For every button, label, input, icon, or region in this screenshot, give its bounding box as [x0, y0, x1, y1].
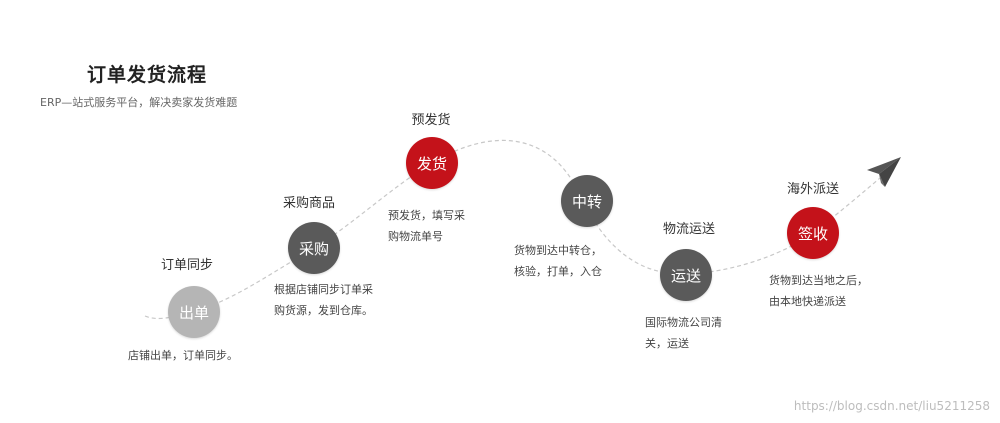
desc-line: 由本地快递派送: [769, 295, 846, 308]
step-label-pre-ship: 预发货: [411, 113, 451, 128]
paper-plane-icon: [867, 157, 901, 187]
desc-line: 核验，打单，入仓: [514, 265, 602, 278]
node-sign[interactable]: 签收: [787, 207, 839, 259]
desc-line: 根据店铺同步订单采: [274, 283, 373, 296]
step-desc-overseas: 货物到达当地之后， 由本地快递派送: [769, 270, 868, 312]
node-purchase[interactable]: 采购: [288, 222, 340, 274]
desc-line: 关，运送: [645, 337, 689, 350]
node-order-out[interactable]: 出单: [168, 286, 220, 338]
page-title: 订单发货流程: [87, 64, 208, 86]
step-label-purchase: 采购商品: [282, 196, 336, 211]
node-ship[interactable]: 发货: [406, 137, 458, 189]
desc-line: 购货源，发到仓库。: [274, 304, 373, 317]
step-desc-order-sync: 店铺出单，订单同步。: [128, 345, 238, 366]
desc-line: 国际物流公司清: [645, 316, 722, 329]
step-label-order-sync: 订单同步: [160, 258, 214, 273]
desc-line: 购物流单号: [388, 230, 443, 243]
step-desc-logistics: 国际物流公司清 关，运送: [645, 312, 722, 354]
node-transport[interactable]: 运送: [660, 249, 712, 301]
step-desc-transfer: 货物到达中转仓， 核验，打单，入仓: [514, 240, 602, 282]
step-desc-pre-ship: 预发货，填写采 购物流单号: [388, 205, 465, 247]
desc-line: 货物到达中转仓，: [514, 244, 602, 257]
node-transfer[interactable]: 中转: [561, 175, 613, 227]
desc-line: 预发货，填写采: [388, 209, 465, 222]
step-desc-purchase: 根据店铺同步订单采 购货源，发到仓库。: [274, 279, 373, 321]
step-label-overseas: 海外派送: [786, 182, 840, 197]
desc-line: 店铺出单，订单同步。: [128, 349, 238, 362]
watermark: https://blog.csdn.net/liu5211258: [793, 399, 990, 413]
step-label-logistics: 物流运送: [662, 222, 716, 237]
desc-line: 货物到达当地之后，: [769, 274, 868, 287]
page-subtitle: ERP—站式服务平台，解决卖家发货难题: [40, 96, 238, 109]
